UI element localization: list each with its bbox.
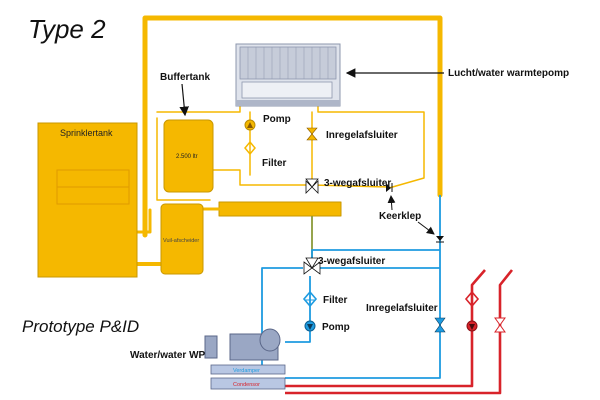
yellow-header xyxy=(218,201,342,217)
blue-main-vertical xyxy=(285,195,441,379)
threeway-valve-icon-mid xyxy=(303,257,321,275)
inregel-valve-icon-top xyxy=(306,127,318,141)
buffertank-arrow xyxy=(179,83,189,117)
heat-pump-water-label: Water/water WP xyxy=(130,350,206,361)
diagram-subtitle: Prototype P&ID xyxy=(22,317,139,336)
heat-pump-air-label: Lucht/water warmtepomp xyxy=(448,68,569,79)
vuil-afscheider-label: Vuil-afscheider xyxy=(163,238,199,244)
blue-pump-branch xyxy=(285,276,311,343)
keerklep-icon-blue xyxy=(436,236,444,241)
buffer-volume-label: 2.500 ltr xyxy=(176,154,198,160)
verdamper-label: Verdamper xyxy=(233,368,260,374)
label-filter-top: Filter xyxy=(262,158,287,169)
buffertank: 2.500 ltr xyxy=(163,119,214,193)
label-threeway-mid: 3-wegafsluiter xyxy=(318,256,385,267)
label-keerklep: Keerklep xyxy=(379,211,421,222)
label-filter-bottom: Filter xyxy=(323,295,348,306)
keerklep-arrow-up xyxy=(387,195,396,211)
red-circuit xyxy=(285,269,514,395)
vuil-afscheider: Vuil-afscheider xyxy=(160,203,204,275)
yellow-sprinkler-upper xyxy=(135,208,152,234)
inregel-valve-icon-red xyxy=(494,317,506,333)
keerklep-icon xyxy=(386,183,391,192)
yellow-supply-line xyxy=(212,169,390,188)
filter-icon-bottom xyxy=(302,290,318,308)
heat-pump-air-unit xyxy=(235,43,341,107)
label-inregel-bottom: Inregelafsluiter xyxy=(366,303,438,314)
keerklep-arrow-down xyxy=(417,221,435,235)
label-threeway-top: 3-wegafsluiter xyxy=(324,178,391,189)
inregel-valve-icon-bottom xyxy=(434,317,446,333)
pump-icon-bottom-triangle xyxy=(307,324,313,330)
filter-icon-red xyxy=(464,290,480,308)
label-inregel-top: Inregelafsluiter xyxy=(326,130,398,141)
heat-pump-water-unit: Verdamper Condensor xyxy=(204,328,286,390)
sprinklertank: Sprinklertank xyxy=(37,122,138,278)
pump-icon-red-triangle xyxy=(469,324,475,330)
diagram-title: Type 2 xyxy=(28,14,106,44)
condensor-label: Condensor xyxy=(233,382,260,388)
yellow-circuit xyxy=(135,15,443,266)
threeway-valve-icon-top xyxy=(305,178,319,194)
blue-circuit xyxy=(261,195,441,379)
pump-icon-top-triangle xyxy=(247,122,253,128)
label-pomp-bottom: Pomp xyxy=(322,322,350,333)
yellow-main-loop xyxy=(142,15,443,238)
filter-icon-top xyxy=(244,140,256,156)
blue-loop-top xyxy=(311,249,440,258)
buffertank-label: Buffertank xyxy=(160,72,210,83)
red-return xyxy=(285,269,514,395)
sprinklertank-label: Sprinklertank xyxy=(60,128,113,138)
label-pomp-top: Pomp xyxy=(263,114,291,125)
red-supply xyxy=(285,269,486,388)
